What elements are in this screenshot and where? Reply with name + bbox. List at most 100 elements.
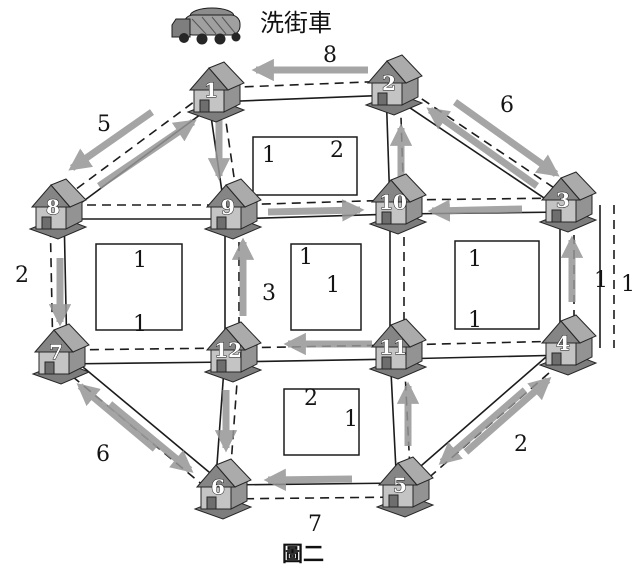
street-solid-line <box>397 354 568 360</box>
route-arrow <box>76 383 158 452</box>
edge-weight-label: 1 <box>133 312 147 337</box>
edge-weight-label: 2 <box>514 432 528 457</box>
house-roof-slope <box>397 456 434 486</box>
house-6: 6 <box>193 458 253 520</box>
truck-tank <box>183 14 241 36</box>
route-arrows-layer <box>48 58 584 491</box>
truck-hatch-line <box>211 16 227 35</box>
city-blocks-layer <box>95 136 540 456</box>
route-arrow <box>263 468 353 491</box>
house-door <box>41 216 52 230</box>
route-arrow <box>68 109 155 171</box>
house-number: 4 <box>556 331 570 355</box>
house-roof-slope <box>560 314 597 344</box>
route-arrow <box>426 107 540 189</box>
figure-caption: 圖二 <box>282 541 324 566</box>
street-dashed-line <box>396 197 567 201</box>
route-arrow <box>452 99 560 177</box>
house-door <box>206 496 217 510</box>
house-number: 11 <box>379 335 407 359</box>
street-sweeper-truck-icon <box>171 7 241 45</box>
house-door <box>551 352 562 366</box>
edge-weight-label: 2 <box>15 263 29 288</box>
truck-hatch-line <box>191 18 207 35</box>
street-9-10 <box>231 199 398 220</box>
street-dashed-line <box>396 81 572 200</box>
house-roof-slope <box>390 318 427 348</box>
edge-weight-label: 1 <box>299 245 313 270</box>
house-5: 5 <box>375 456 435 518</box>
house-4: 4 <box>538 314 598 376</box>
edge-weight-label: 1 <box>468 308 482 333</box>
edge-weight-label: 1 <box>594 268 608 293</box>
street-2-3 <box>388 81 572 212</box>
street-solid-line <box>388 93 564 212</box>
house-door <box>388 494 399 508</box>
street-dashed-line <box>231 199 397 206</box>
route-arrow <box>267 199 365 222</box>
house-door <box>381 211 392 225</box>
house-number: 10 <box>379 190 407 214</box>
edge-weight-label: 6 <box>500 93 514 118</box>
house-roof-slope <box>560 171 597 201</box>
city-block <box>252 136 358 196</box>
route-arrow <box>463 377 552 455</box>
house-roof-slope <box>386 54 423 84</box>
truck-hatch-line <box>201 16 217 35</box>
city-block <box>290 243 362 331</box>
house-11: 11 <box>368 318 428 380</box>
street-solid-line <box>60 361 233 365</box>
street-solid-line <box>215 94 394 103</box>
street-3-4 <box>599 205 615 348</box>
street-solid-line <box>221 482 404 486</box>
truck-wheel <box>179 33 189 43</box>
city-block <box>454 240 540 330</box>
edge-weight-label: 2 <box>304 386 318 411</box>
house-9: 9 <box>203 178 263 240</box>
edge-weight-label: 1 <box>344 407 358 432</box>
street-1-2 <box>214 80 394 103</box>
street-11-4 <box>396 340 568 360</box>
route-arrow <box>427 199 523 222</box>
house-12: 12 <box>203 321 263 383</box>
street-dashed-line <box>59 347 232 351</box>
edge-weight-label: 1 <box>326 273 340 298</box>
house-number: 12 <box>214 338 242 362</box>
house-number: 8 <box>46 195 60 219</box>
street-solid-line <box>63 351 227 488</box>
house-number: 2 <box>382 71 396 95</box>
house-roof-slope <box>215 458 252 488</box>
edge-weight-label: 8 <box>323 43 337 68</box>
house-roof-slope <box>208 61 245 91</box>
vehicle-label: 洗街車 <box>260 9 332 37</box>
truck-wheel <box>196 33 208 45</box>
house-roof-slope <box>225 321 262 351</box>
street-7-12 <box>59 347 233 365</box>
street-solid-line <box>232 358 398 363</box>
house-8: 8 <box>28 178 88 240</box>
house-10: 10 <box>368 173 428 235</box>
edge-weight-label: 1 <box>133 248 147 273</box>
house-2: 2 <box>364 54 424 116</box>
house-number: 7 <box>49 340 63 364</box>
house-7: 7 <box>31 323 91 385</box>
house-3: 3 <box>538 171 598 233</box>
house-number: 6 <box>211 475 225 499</box>
edge-weight-label: 2 <box>330 138 344 163</box>
street-5-6 <box>221 482 405 500</box>
house-door <box>381 356 392 370</box>
house-1: 1 <box>186 61 246 123</box>
house-roof-slope <box>50 178 87 208</box>
street-solid-line <box>232 213 398 220</box>
house-number: 3 <box>556 188 570 212</box>
truck-hatch-line <box>221 16 236 34</box>
house-door <box>377 92 388 106</box>
route-arrow <box>438 387 528 465</box>
house-door <box>216 216 227 230</box>
edge-weight-label: 3 <box>262 281 276 306</box>
edge-weight-label: 1 <box>621 272 635 297</box>
edge-weight-label: 5 <box>97 112 111 137</box>
